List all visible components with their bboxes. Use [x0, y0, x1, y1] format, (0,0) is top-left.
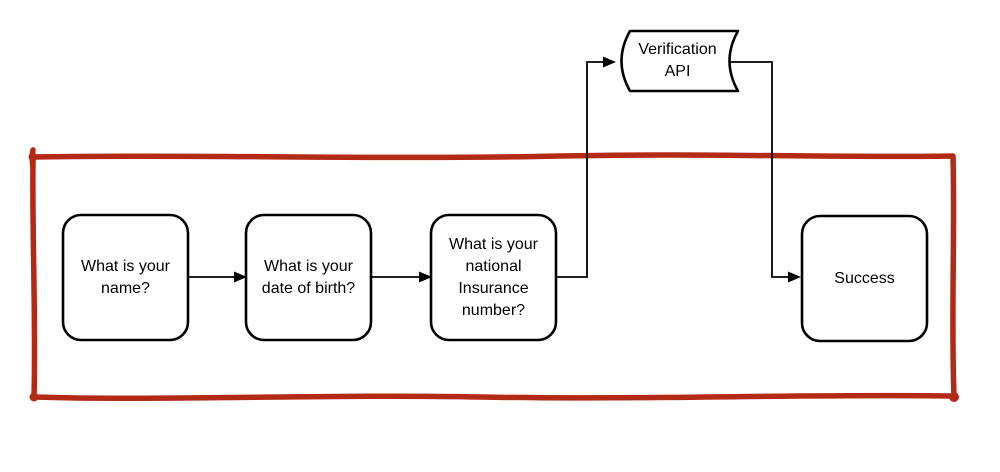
- sketch-blob-top-left: [28, 152, 38, 162]
- node-box-success: [800, 214, 929, 343]
- arrowhead-icon: [419, 271, 432, 283]
- arrowhead-icon: [234, 271, 247, 283]
- node-stored-data-verification-api: [620, 29, 740, 93]
- node-box-nino: [429, 213, 558, 342]
- nodes: [61, 29, 929, 343]
- arrowhead-icon: [603, 56, 616, 68]
- arrowhead-icon: [788, 271, 801, 283]
- sketch-blob-bottom-left: [29, 392, 39, 402]
- node-box-dob: [244, 213, 373, 342]
- connectors: [189, 61, 789, 278]
- arrowheads: [234, 56, 801, 283]
- edge-nino-to-api: [557, 61, 604, 278]
- sketch-corner-blobs: [28, 152, 959, 402]
- node-box-name: [61, 213, 190, 342]
- sketch-blob-bottom-right: [949, 392, 959, 402]
- edge-api-to-success: [724, 61, 789, 278]
